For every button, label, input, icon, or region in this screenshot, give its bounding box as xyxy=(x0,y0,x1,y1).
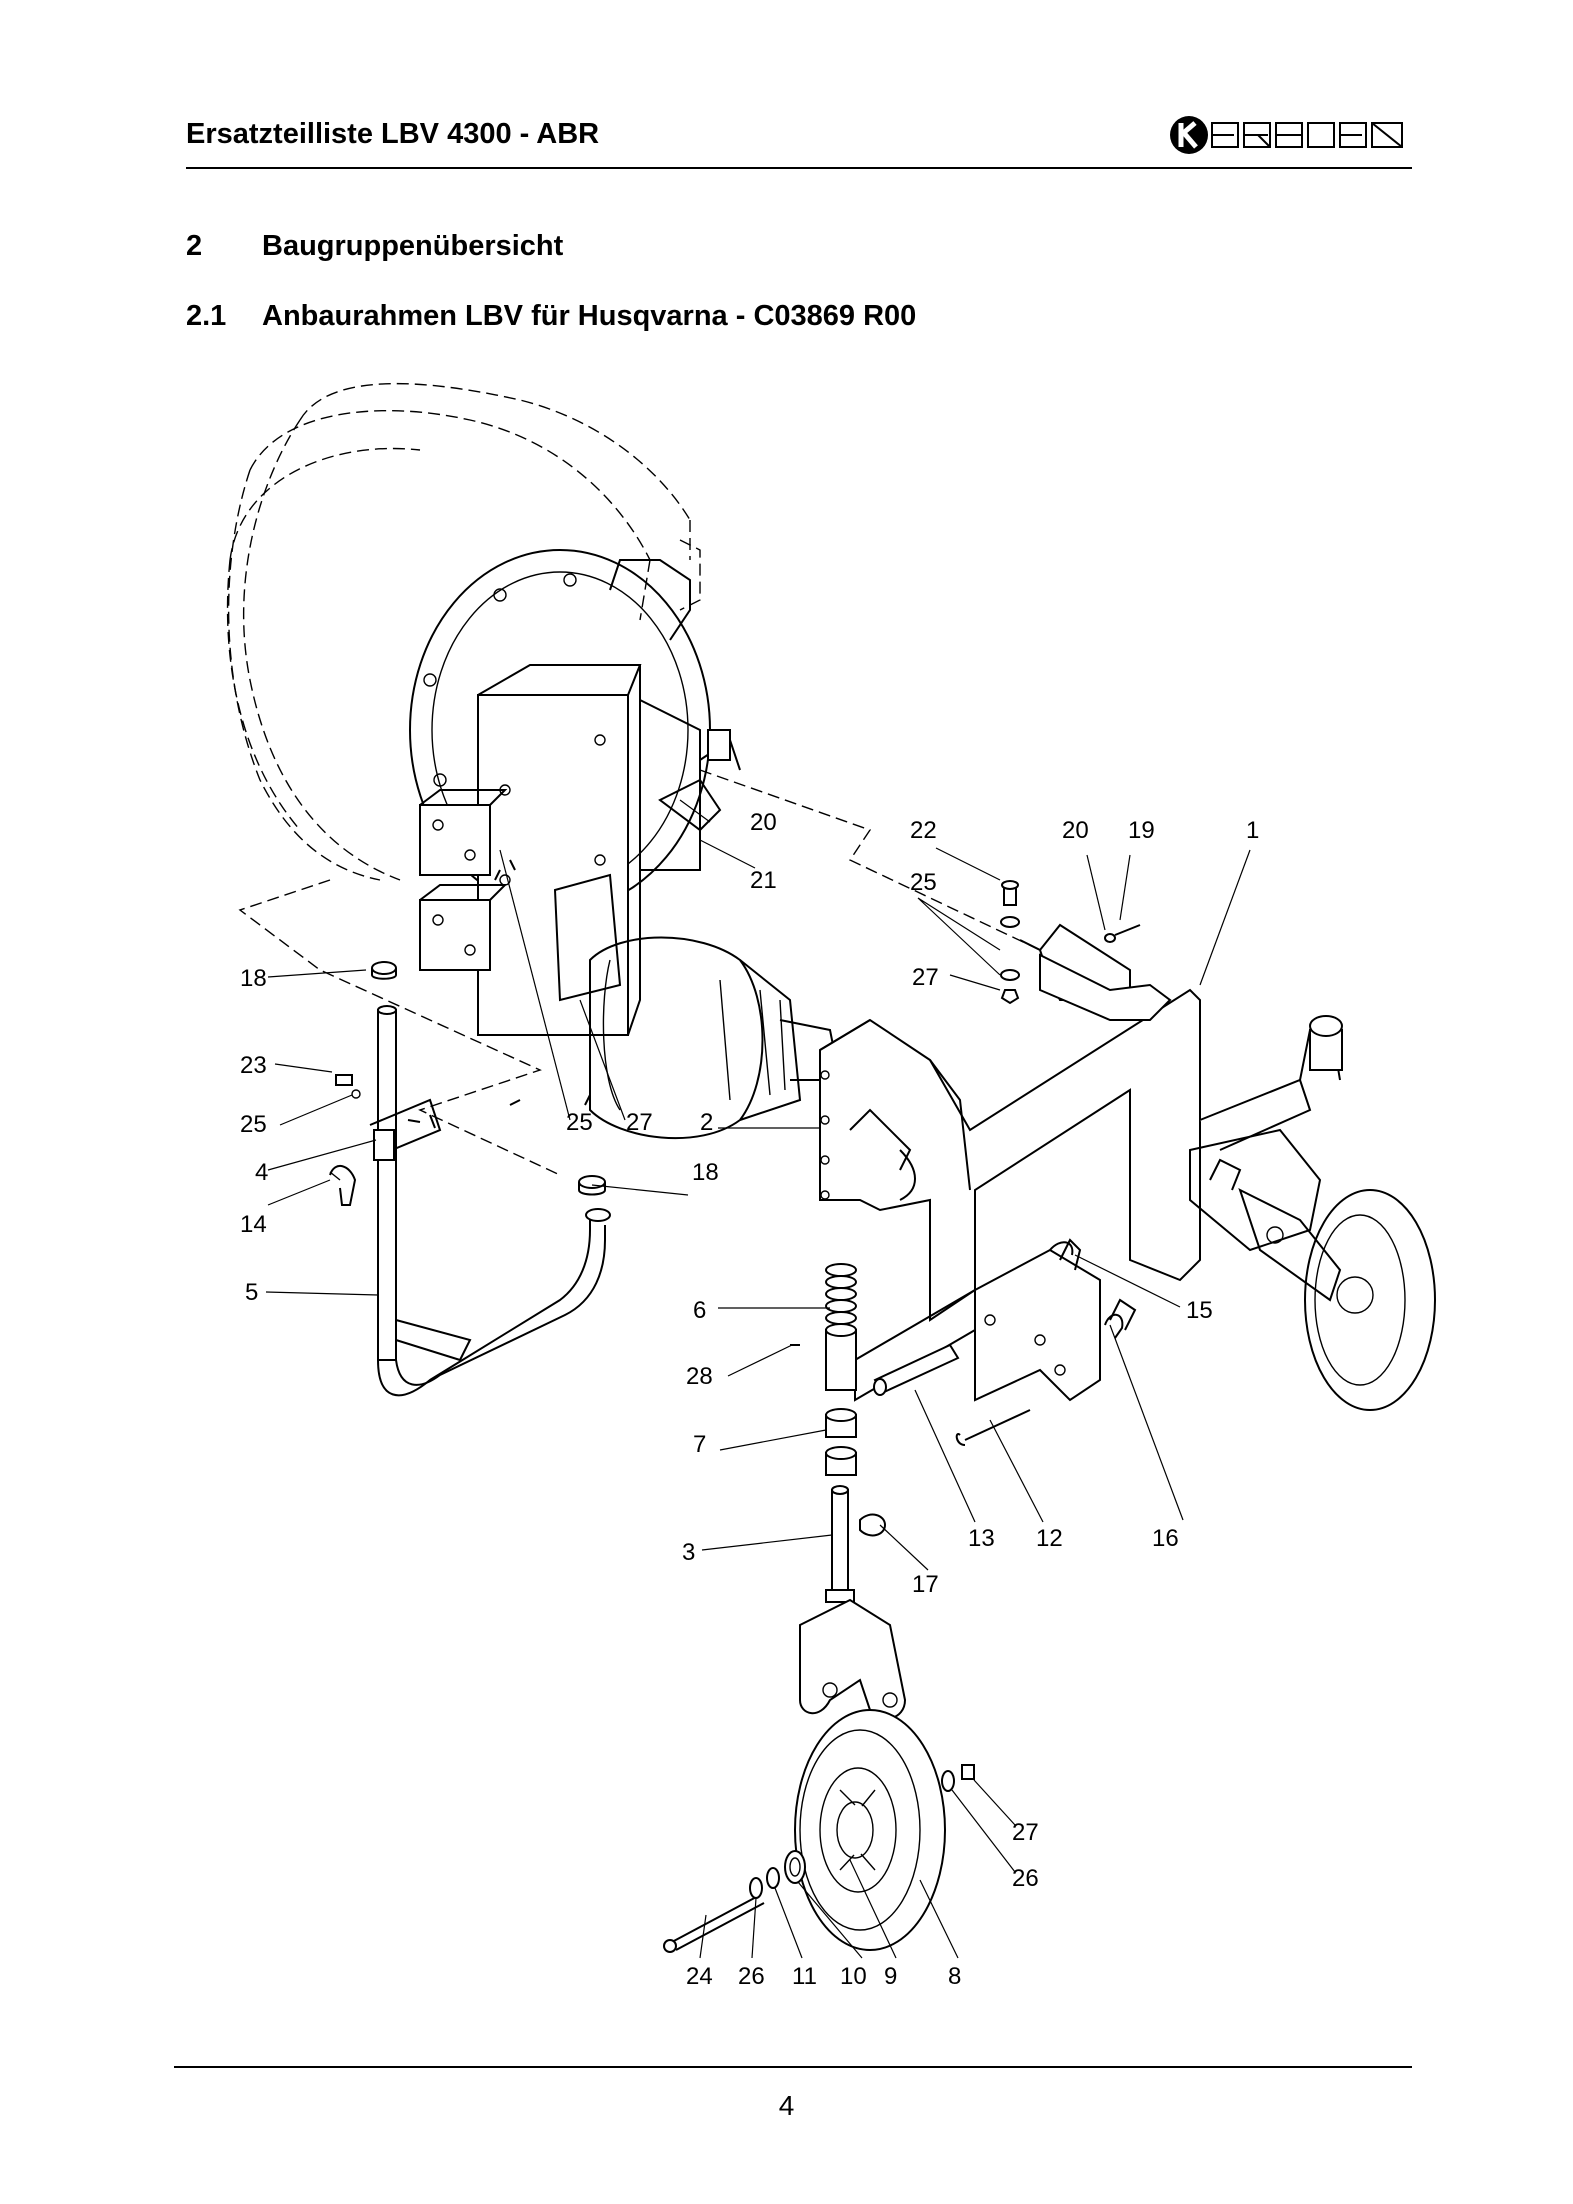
callout-15: 15 xyxy=(1186,1297,1213,1324)
callout-26: 26 xyxy=(1012,1865,1039,1892)
tractor-reference-outline xyxy=(238,769,1041,1176)
callout-5: 5 xyxy=(245,1279,258,1306)
callout-leaders xyxy=(265,799,1251,1959)
section-heading-2-1: 2.1 Anbaurahmen LBV für Husqvarna - C0386… xyxy=(186,300,916,333)
front-caster-column xyxy=(790,1263,907,1720)
front-wheel xyxy=(794,1709,946,1951)
callout-18: 18 xyxy=(692,1159,719,1186)
section-title: Baugruppenübersicht xyxy=(262,230,564,262)
callout-19: 19 xyxy=(1128,817,1155,844)
document-title: Ersatzteilliste LBV 4300 - ABR xyxy=(186,118,600,150)
callout-27: 27 xyxy=(1012,1819,1039,1846)
callout-12: 12 xyxy=(1036,1525,1063,1552)
callout-27: 27 xyxy=(912,964,939,991)
callout-2: 2 xyxy=(700,1109,713,1136)
plug-caps xyxy=(371,961,606,1196)
callout-7: 7 xyxy=(693,1431,706,1458)
section-heading-2: 2 Baugruppenübersicht xyxy=(186,230,563,263)
fasteners xyxy=(494,859,1141,1446)
callout-24: 24 xyxy=(686,1963,713,1990)
pto-shaft xyxy=(589,936,842,1140)
tractor-tire xyxy=(226,382,701,881)
header-rule xyxy=(186,167,1412,169)
callout-labels: 18 23 25 4 14 5 20 21 22 25 27 20 19 1 2… xyxy=(240,809,1259,1990)
support-stand xyxy=(329,1005,611,1397)
callout-11: 11 xyxy=(792,1963,817,1990)
kersten-logo xyxy=(1170,116,1403,154)
callout-9: 9 xyxy=(884,1963,897,1990)
callout-25: 25 xyxy=(240,1111,267,1138)
callout-8: 8 xyxy=(948,1963,961,1990)
callout-25: 25 xyxy=(566,1109,593,1136)
page-number: 4 xyxy=(778,2090,795,2121)
callout-21: 21 xyxy=(750,867,777,894)
callout-3: 3 xyxy=(682,1539,695,1566)
callout-25: 25 xyxy=(910,869,937,896)
footer-rule xyxy=(174,2066,1412,2068)
callout-1: 1 xyxy=(1246,817,1259,844)
callout-28: 28 xyxy=(686,1363,713,1390)
section-number: 2.1 xyxy=(186,300,227,332)
callout-23: 23 xyxy=(240,1052,267,1079)
callout-13: 13 xyxy=(968,1525,995,1552)
callout-26: 26 xyxy=(738,1963,765,1990)
callout-22: 22 xyxy=(910,817,937,844)
callout-14: 14 xyxy=(240,1211,267,1238)
callout-16: 16 xyxy=(1152,1525,1179,1552)
section-title: Anbaurahmen LBV für Husqvarna - C03869 R… xyxy=(262,300,917,332)
mounting-frame xyxy=(819,923,1201,1402)
callout-10: 10 xyxy=(840,1963,867,1990)
callout-6: 6 xyxy=(693,1297,706,1324)
axle-hardware xyxy=(663,1764,975,1953)
section-number: 2 xyxy=(186,230,203,262)
rear-caster-assembly xyxy=(1189,1015,1436,1411)
gearbox-housing xyxy=(409,549,741,1036)
callout-4: 4 xyxy=(255,1159,268,1186)
callout-27: 27 xyxy=(626,1109,653,1136)
callout-17: 17 xyxy=(912,1571,939,1598)
callout-20: 20 xyxy=(750,809,777,836)
callout-20: 20 xyxy=(1062,817,1089,844)
callout-18: 18 xyxy=(240,965,267,992)
